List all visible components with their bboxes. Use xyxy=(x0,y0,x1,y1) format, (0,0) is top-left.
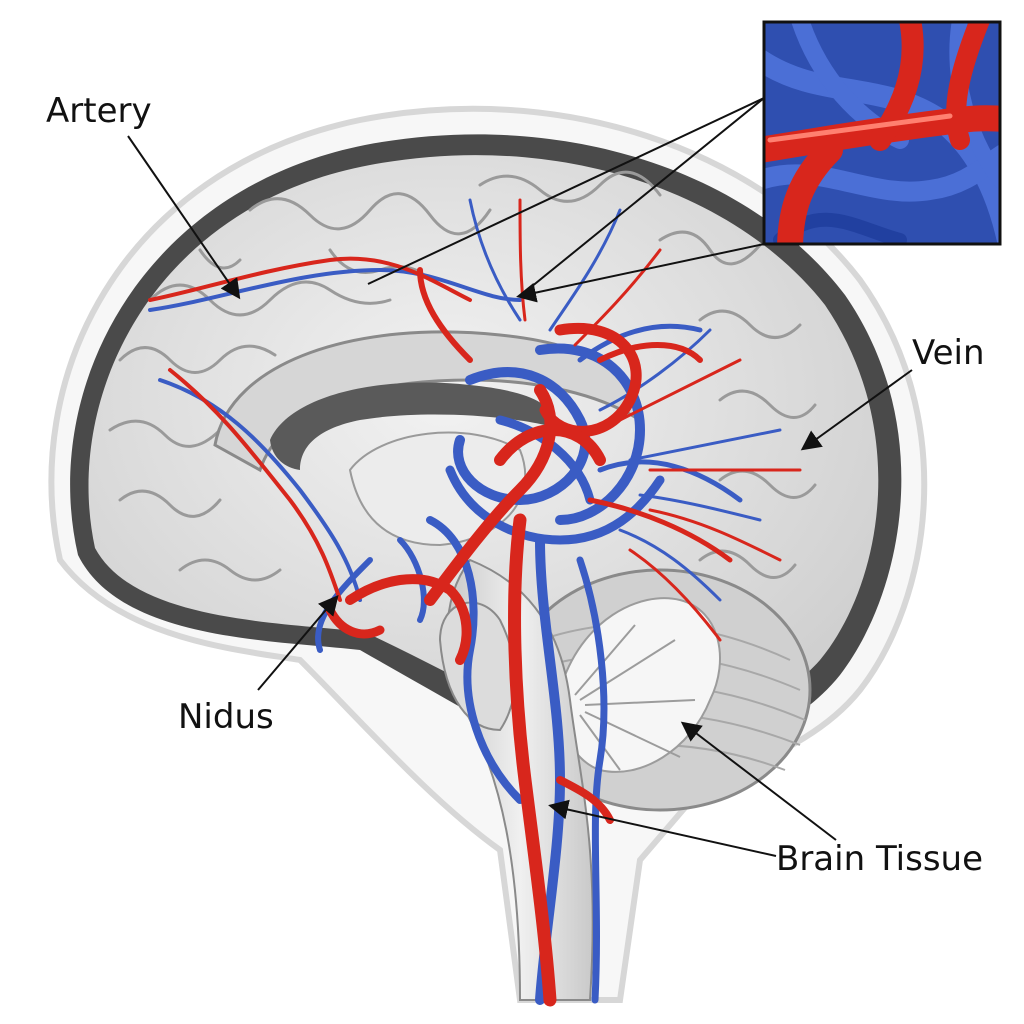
inset-connector-lines xyxy=(367,97,765,303)
brain-tissue-leader-line-1 xyxy=(680,721,837,841)
lateral-ventricle xyxy=(270,382,550,470)
vein-leader-line xyxy=(800,369,913,451)
nidus-leader-line xyxy=(257,594,339,691)
artery-leader-line xyxy=(127,135,241,300)
label-leader-lines xyxy=(127,135,913,857)
arteries xyxy=(148,198,802,1007)
vein-label: Vein xyxy=(912,333,985,373)
inset-magnification xyxy=(762,20,1002,246)
nidus-label: Nidus xyxy=(178,697,274,737)
brain-tissue-leader-line-2 xyxy=(548,799,777,857)
brain-tissue-label: Brain Tissue xyxy=(776,839,984,879)
artery-label: Artery xyxy=(46,91,152,131)
